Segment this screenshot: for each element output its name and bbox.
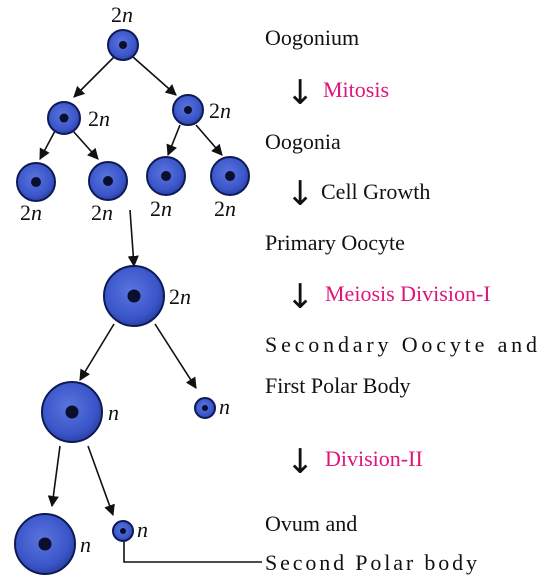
ploidy-label-second-polar-body: n [137,517,148,542]
cell-oogonia-far-left [17,163,55,201]
down-arrow-icon: ↓ [286,277,315,317]
ploidy-label-oogonia-right: 2n [209,98,231,123]
process-mitosis: Mitosis [323,77,389,102]
ploidy-label-secondary-oocyte: n [108,400,119,425]
ploidy-label-oogonia-far-left: 2n [20,200,42,225]
process-division-2: Division-II [325,446,423,471]
ploidy-label-oogonia-far-right: 2n [214,196,236,221]
process-cell-growth: Cell Growth [321,179,430,204]
arrow-right-to-far-right [196,125,222,155]
stage-secondary-line1: Secondary Oocyte and [265,332,537,357]
ploidy-label-oogonia-left: 2n [88,106,110,131]
cell-oogonia-far-right [211,157,249,195]
connector-second-polar-to-label [124,542,262,562]
arrow-primary-to-secondary [80,324,114,380]
stage-secondary-line2: First Polar Body [265,373,410,398]
cell-ovum [15,514,75,574]
cell-oogonium [108,30,138,60]
cell-primary-oocyte [104,266,164,326]
ploidy-label-oogonia-mid-left: 2n [91,200,113,225]
stage-oogonia: Oogonia [265,129,341,154]
stage-oogonium: Oogonium [265,25,359,50]
cell-secondary-oocyte [42,382,102,442]
ploidy-label-oogonium: 2n [111,2,133,27]
cell-oogonia-mid-right [147,157,185,195]
arrow-primary-to-first-polar [155,324,196,388]
ploidy-label-primary-oocyte: 2n [169,284,191,309]
arrow-oogonium-to-left [74,57,114,97]
arrow-right-to-mid-right [168,125,180,155]
arrow-oogonia-to-primary [130,210,134,266]
down-arrow-icon: ↓ [286,73,315,113]
arrow-left-to-mid-left [73,131,98,159]
stage-column: Oogonium ↓ Mitosis Oogonia ↓ Cell Growth… [265,25,537,575]
stage-primary-oocyte: Primary Oocyte [265,230,405,255]
ploidy-label-ovum: n [80,532,91,557]
down-arrow-icon: ↓ [286,442,315,482]
process-meiosis-1: Meiosis Division-I [325,281,491,306]
arrow-secondary-to-second-polar [88,446,113,515]
stage-ovum-line2: Second Polar body [265,550,477,575]
down-arrow-icon: ↓ [286,174,315,214]
ploidy-label-first-polar-body: n [219,394,230,419]
stage-ovum-line1: Ovum and [265,511,357,536]
cell-first-polar-body [195,398,215,418]
cell-oogonia-right [173,95,203,125]
ploidy-label-oogonia-mid-right: 2n [150,196,172,221]
arrow-left-to-far-left [40,131,55,159]
cell-second-polar-body [113,521,133,541]
arrow-secondary-to-ovum [52,446,60,506]
cell-oogonia-mid-left [89,162,127,200]
cell-oogonia-left [48,102,80,134]
arrow-oogonium-to-right [133,57,176,95]
